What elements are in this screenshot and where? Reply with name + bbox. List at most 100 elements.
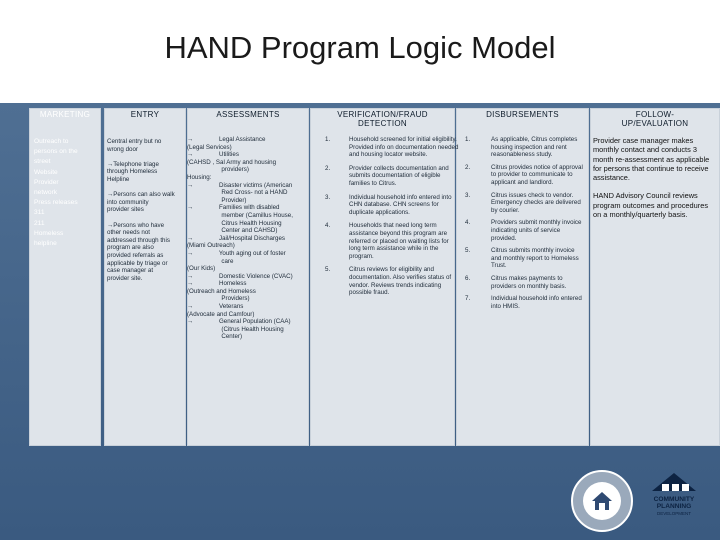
assessment-line: → Families with disabled [187,204,280,212]
assessment-line: → Jail/Hospital Discharges [187,234,285,242]
verification-column [310,108,455,446]
item-text: As applicable, Citrus completes housing … [491,136,578,159]
item-text: Citrus reviews for eligibility and docum… [349,266,452,297]
item-number: 4. [465,219,471,227]
assessment-line: → Veterans [187,303,244,311]
item-number: 3. [465,191,471,199]
marketing-line: street [34,158,51,166]
entry-line: Helpline [107,175,130,183]
entry-line: other needs not [107,229,151,237]
entry-line: →Persons can also walk [107,191,175,199]
item-number: 5. [325,266,331,274]
assessments-column [187,108,309,446]
cpd-line: PLANNING [656,502,692,510]
entry-line: ​ [107,153,185,161]
followup-paragraph: HAND Advisory Council reviews program ou… [593,191,709,220]
assessment-line: Center) [187,333,243,341]
cpd-line: DEVELOPMENT [656,510,691,516]
assessment-line: Red Cross- not a HAND [187,189,288,197]
item-text: Provider collects documentation and subm… [349,164,449,187]
verification-item: 3. Individual household info entered int… [311,194,461,217]
entry-line: through Homeless [107,168,158,176]
entry-line: program are also [107,244,154,252]
cpd-house-icon [652,473,696,491]
spacer [593,182,715,191]
assessment-line: (Miami Outreach) [187,242,235,250]
disbursements-header: DISBURSEMENTS [486,110,559,119]
verification-header: VERIFICATION/FRAUD DETECTION [337,110,428,128]
entry-line: →Telephone triage [107,160,159,168]
entry-text: Central entry but no wrong door ​ →Telep… [107,138,185,282]
disbursements-text: 1. As applicable, Citrus completes housi… [456,136,586,315]
entry-line: wrong door [107,145,138,153]
disbursement-item: 3. Citrus issues check to vendor. Emerge… [456,192,586,215]
assessment-line: Center and CAHSD) [187,227,278,235]
assessment-line: providers) [187,166,249,174]
disbursement-item: 5. Citrus submits monthly invoice and mo… [456,247,586,270]
verification-item: 1. Household screened for initial eligib… [311,136,461,159]
item-number: 3. [325,193,331,201]
assessment-line: → Domestic Violence (CVAC) [187,272,293,280]
marketing-line: helpline [34,240,57,248]
item-number: 7. [465,295,471,303]
assessment-line: Provider) [187,196,247,204]
item-number: 5. [465,247,471,255]
assessment-line: (Our Kids) [187,265,216,273]
item-text: Households that need long term assistanc… [349,222,449,260]
marketing-line: 211 [34,219,45,227]
marketing-line: network [34,189,58,197]
assessment-line: Providers) [187,295,250,303]
assessment-line: → Youth aging out of foster [187,249,286,257]
entry-line: provider sites [107,206,144,214]
verification-item: 2. Provider collects documentation and s… [311,165,461,188]
item-text: Citrus issues check to vendor. Emergency… [491,191,581,214]
assessment-line: (Citrus Health Housing [187,325,284,333]
assessment-line: → Disaster victims (American [187,181,293,189]
verification-item: 4. Households that need long term assist… [311,222,461,260]
item-text: Household screened for initial eligibili… [349,136,459,159]
item-number: 1. [465,136,471,143]
item-text: Providers submit monthly invoice indicat… [491,219,582,242]
disbursement-item: 2. Citrus provides notice of approval to… [456,164,586,187]
hud-seal-icon [571,470,633,532]
marketing-line: Website [34,168,58,176]
assessment-line: (Advocate and Camfour) [187,310,255,318]
assessment-line: → Utilities [187,151,239,159]
marketing-header: MARKETING [39,110,91,119]
entry-line: applicable by triage or [107,259,168,267]
disbursement-item: 6. Citrus makes payments to providers on… [456,275,586,290]
marketing-line: Outreach to [34,138,69,145]
assessment-line: care [187,257,234,265]
entry-line: →Persons who have [107,221,165,229]
entry-line: into community [107,198,149,206]
assessment-line: Citrus Health Housing [187,219,282,227]
entry-line: addressed through this [107,236,170,244]
disbursement-item: 4. Providers submit monthly invoice indi… [456,219,586,242]
assessment-line: Housing: [187,173,212,181]
item-text: Citrus makes payments to providers on mo… [491,274,567,290]
verification-item: 5. Citrus reviews for eligibility and do… [311,266,461,296]
item-text: Individual household info entered into C… [349,193,452,216]
item-number: 6. [465,274,471,282]
entry-line: ​ [107,184,185,192]
item-text: Citrus provides notice of approval to pr… [491,163,583,186]
item-number: 2. [465,163,471,171]
followup-column [590,108,720,446]
marketing-line: 311 [34,209,45,217]
entry-line: provider site. [107,274,143,282]
assessment-line: (CAHSD , Sal Army and housing [187,158,277,166]
assessment-line: (Legal Services) [187,143,232,151]
item-number: 4. [325,222,331,230]
assessment-line: (Outreach and Homeless [187,287,256,295]
marketing-line: Press releases [34,199,78,207]
assessment-line: member (Camillus House, [187,211,293,219]
entry-line: ​ [107,214,185,222]
marketing-line: Homeless [34,229,64,237]
assessments-text: → Legal Assistance (Legal Services) → Ut… [187,136,307,341]
disbursements-column [456,108,589,446]
assessment-line: → Legal Assistance [187,136,266,143]
page-title: HAND Program Logic Model [164,30,556,65]
followup-paragraph: Provider case manager makes monthly cont… [593,136,710,183]
item-text: Individual household info entered into H… [491,295,582,310]
followup-text: Provider case manager makes monthly cont… [593,136,715,219]
